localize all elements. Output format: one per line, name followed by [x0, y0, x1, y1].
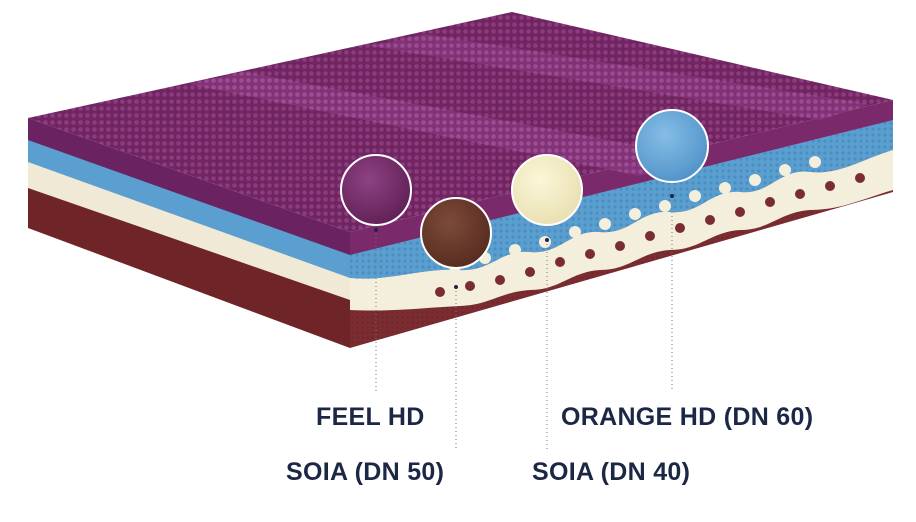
soia-dn50-swatch-icon [420, 197, 492, 269]
feel-hd-swatch-icon [340, 154, 412, 226]
wave-zone [350, 150, 893, 311]
feel-hd-marker [374, 228, 378, 232]
leader-lines [375, 196, 673, 450]
soia-dn40-swatch-icon [511, 154, 583, 226]
orange-hd-marker [670, 194, 674, 198]
feel-hd-label: FEEL HD [316, 403, 425, 431]
soia-dn50-marker [454, 285, 458, 289]
soia-dn40-label: SOIA (DN 40) [532, 458, 691, 486]
top-comfort-layer [28, 12, 893, 255]
soia-dn50-label: SOIA (DN 50) [286, 458, 445, 486]
orange-hd-label: ORANGE HD (DN 60) [561, 403, 814, 431]
orange-hd-swatch-icon [635, 109, 709, 183]
soia-dn40-marker [545, 238, 549, 242]
